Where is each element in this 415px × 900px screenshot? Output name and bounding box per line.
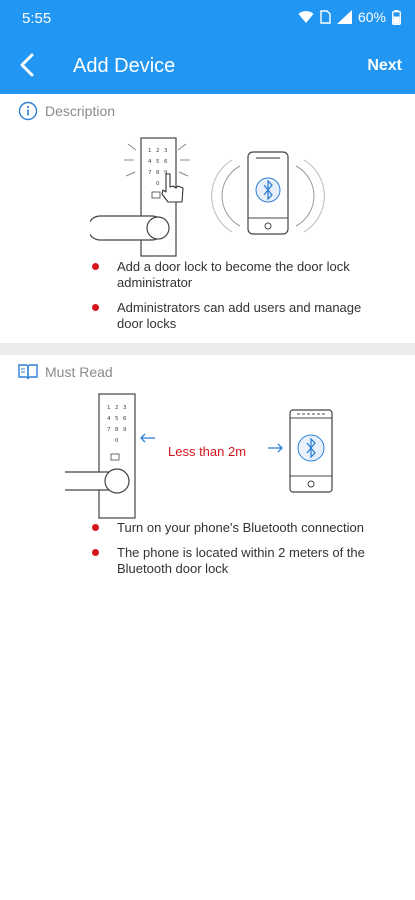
keypad-key: 9 [164,170,168,176]
keypad-key: 2 [156,148,160,154]
section-divider [0,343,415,355]
status-bar: 5:55 60% [0,0,415,36]
bullet-dot [92,524,99,531]
must-read-header: Must Read [18,361,113,383]
page-title: Add Device [73,55,176,77]
keypad-key: 7 [148,170,152,176]
keypad-key: 1 [107,405,111,411]
door-lock-body [98,393,136,519]
list-item: Turn on your phone's Bluetooth connectio… [90,520,390,536]
bullet-dot [92,549,99,556]
signal-icon [336,10,352,24]
left-arrow-icon [140,433,155,443]
keypad-key: 7 [107,427,111,433]
list-item: Add a door lock to become the door lock … [90,259,390,291]
sparkle-lines [124,143,190,177]
keypad-key: 6 [164,159,168,165]
bluetooth-icon [263,179,273,201]
keypad-key: 6 [123,416,127,422]
keypad-key: 4 [107,416,111,422]
book-icon [18,364,38,380]
keypad-key: 1 [148,148,152,154]
list-item: The phone is located within 2 meters of … [90,545,390,577]
back-arrow-icon [20,53,34,77]
keypad-key: 5 [156,159,160,165]
keypad-key: 4 [148,159,152,165]
keypad-key: 0 [115,438,119,444]
back-button[interactable] [10,48,44,82]
keypad-key: 8 [115,427,119,433]
bullet-dot [92,263,99,270]
status-time: 5:55 [22,10,52,27]
keypad-key: 9 [123,427,127,433]
phone-bluetooth-illustration [211,151,325,235]
battery-icon [392,9,401,25]
description-title: Description [45,103,116,119]
keypad-key: 3 [164,148,168,154]
hand-icon [161,173,184,203]
must-read-bullets: Turn on your phone's Bluetooth connectio… [90,520,390,586]
keypad-key: 0 [156,181,160,187]
keypad-key: 5 [115,416,119,422]
keypad-key: 8 [156,170,160,176]
battery-percent: 60% [357,9,386,25]
wifi-icon [298,11,314,23]
list-item: Administrators can add users and manage … [90,300,390,332]
sim-icon [320,10,331,24]
app-bar: Add Device Next [0,36,415,94]
must-read-title: Must Read [45,364,113,380]
phone-bluetooth-illustration [289,409,333,493]
bullet-dot [92,304,99,311]
keypad-key: 2 [115,405,119,411]
info-icon [18,101,38,121]
keypad-key: 3 [123,405,127,411]
bluetooth-icon [306,437,316,459]
description-header: Description [18,100,115,122]
status-icons: 60% [298,9,401,25]
description-bullets: Add a door lock to become the door lock … [90,259,390,341]
distance-label: Less than 2m [168,444,247,459]
next-button[interactable]: Next [367,57,402,74]
right-arrow-icon [268,443,283,453]
